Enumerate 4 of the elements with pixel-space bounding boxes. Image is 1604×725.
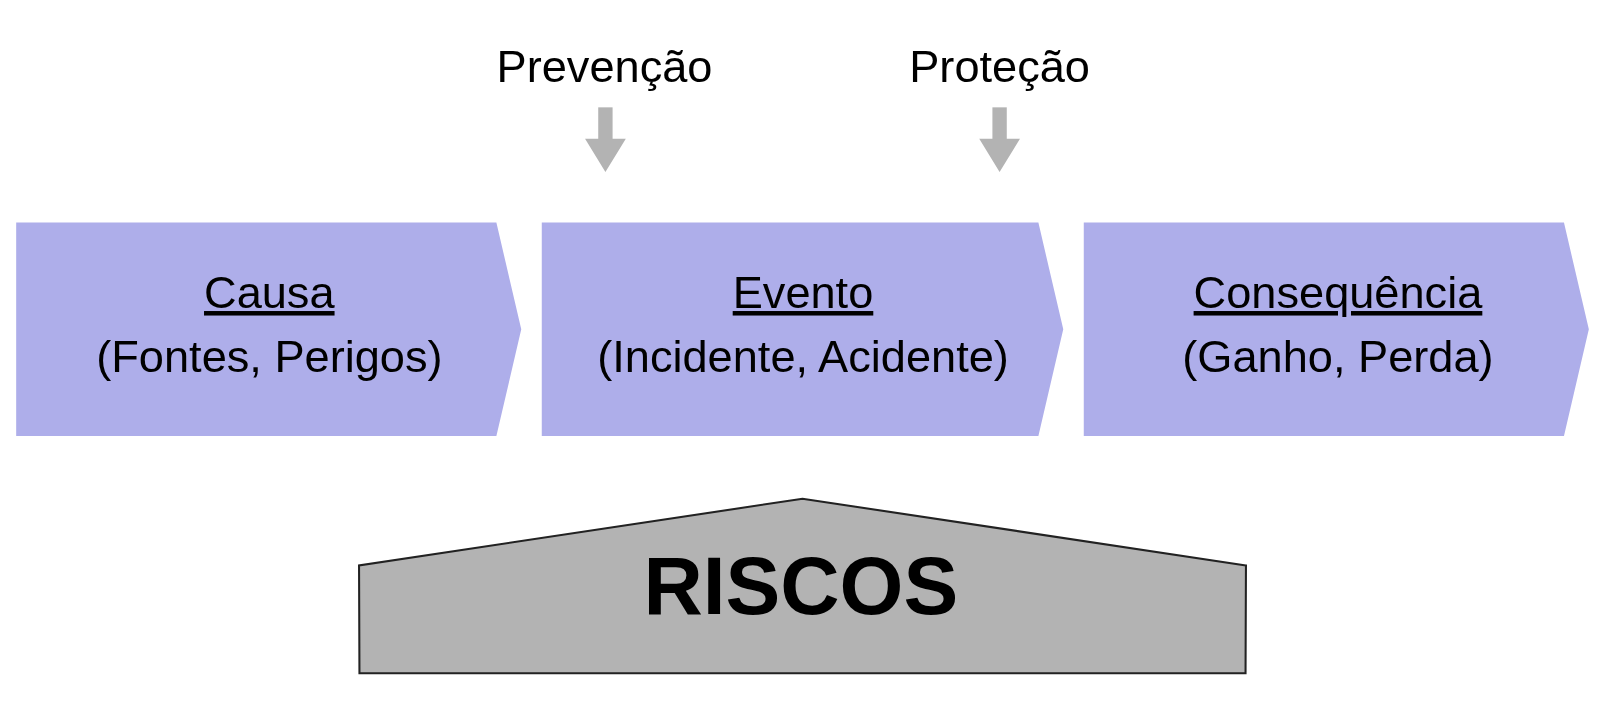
arrow <box>584 107 626 172</box>
node-text: Prevenção <box>496 40 712 92</box>
node-text: Proteção <box>908 40 1090 92</box>
arrow <box>978 107 1020 172</box>
